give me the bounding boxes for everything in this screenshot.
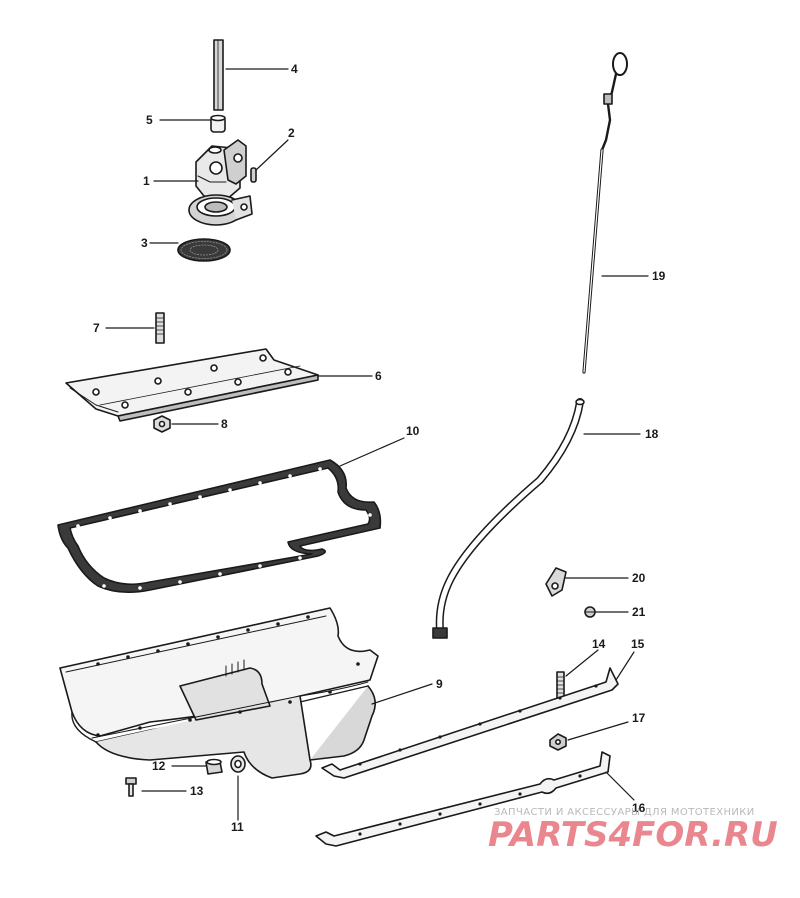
pan-bolt: [125, 777, 137, 797]
callout-3: 3: [141, 236, 148, 250]
callout-19: 19: [652, 269, 666, 283]
callout-2: 2: [288, 126, 295, 140]
oil-pan-gasket: [57, 459, 382, 594]
callout-15: 15: [631, 637, 645, 651]
callout-8: 8: [221, 417, 228, 431]
callout-21: 21: [632, 605, 646, 619]
callout-20: 20: [632, 571, 646, 585]
oil-pan: [59, 607, 379, 779]
tube-clip: [545, 567, 567, 597]
oil-pump: [188, 139, 253, 226]
callout-6: 6: [375, 369, 382, 383]
callout-17: 17: [632, 711, 646, 725]
pickup-bushing: [210, 114, 226, 133]
callout-7: 7: [93, 321, 100, 335]
callout-13: 13: [190, 784, 204, 798]
dipstick: [582, 52, 628, 374]
baffle-stud: [155, 312, 165, 344]
watermark-tagline: ЗАПЧАСТИ И АКСЕССУАРЫ ДЛЯ МОТОТЕХНИКИ: [494, 807, 755, 818]
callout-9: 9: [436, 677, 443, 691]
watermark-brand: PARTS4FOR.RU: [488, 815, 778, 855]
callout-14: 14: [592, 637, 606, 651]
pickup-screen: [177, 238, 231, 262]
callout-5: 5: [146, 113, 153, 127]
callout-labels: 1 2 3 4 5 6 7 8 9 10 11 12 13 14 15 16 1…: [93, 62, 666, 834]
seal-nut: [549, 733, 567, 751]
callout-1: 1: [143, 174, 150, 188]
pump-pin: [250, 167, 257, 183]
side-gasket-right: [321, 667, 619, 779]
baffle-nut: [153, 415, 171, 433]
callout-18: 18: [645, 427, 659, 441]
drain-plug: [205, 758, 223, 775]
oil-pickup-tube: [213, 39, 224, 111]
callout-16: 16: [632, 801, 646, 815]
callout-4: 4: [291, 62, 298, 76]
clip-screw: [584, 606, 596, 618]
leader-lines: [105, 68, 649, 821]
oil-baffle: [65, 348, 319, 422]
callout-10: 10: [406, 424, 420, 438]
callout-11: 11: [231, 820, 244, 834]
callout-12: 12: [152, 759, 166, 773]
dipstick-tube: [432, 398, 585, 639]
watermark: ЗАПЧАСТИ И АКСЕССУАРЫ ДЛЯ МОТОТЕХНИКИ PA…: [488, 807, 778, 855]
drain-washer: [230, 755, 246, 773]
side-gasket-left: [315, 751, 611, 847]
